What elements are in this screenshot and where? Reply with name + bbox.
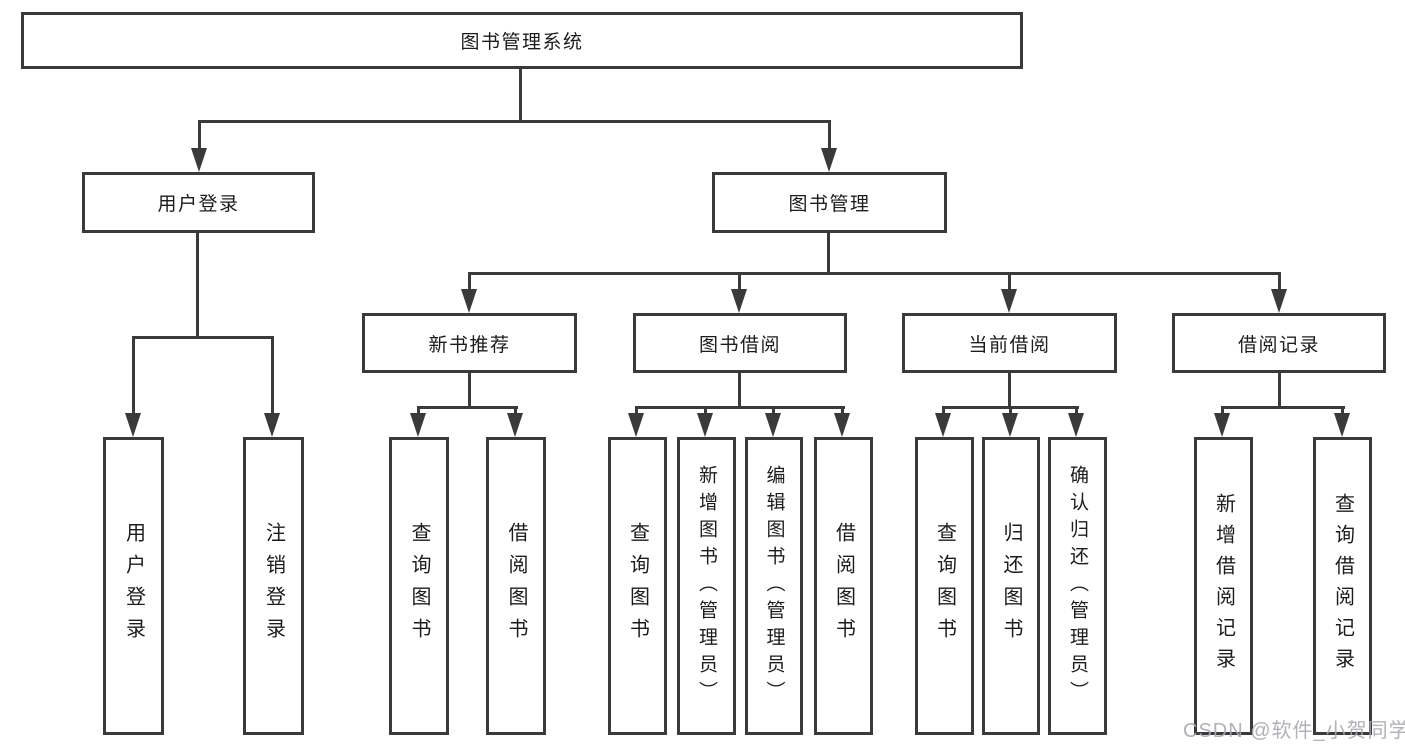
leaf-query-books-3: 查询图书 — [915, 437, 974, 735]
connector-line — [942, 406, 945, 415]
node-label: 新增借阅记录 — [1212, 493, 1235, 679]
node-book-management: 图书管理 — [712, 172, 947, 233]
leaf-borrow-books-1: 借阅图书 — [486, 437, 546, 735]
connector-line — [704, 406, 707, 415]
node-label: 图书管理系统 — [460, 32, 584, 53]
node-user-login: 用户登录 — [82, 172, 315, 233]
connector-line — [1341, 406, 1344, 415]
connector-line — [1009, 406, 1012, 415]
leaf-query-books-2: 查询图书 — [608, 437, 667, 735]
connector-line — [198, 120, 201, 152]
node-label: 查询借阅记录 — [1331, 493, 1354, 679]
leaf-confirm-return-admin: 确认归还（管理员） — [1048, 437, 1107, 735]
node-label: 注销登录 — [262, 522, 285, 650]
arrow-down-icon — [834, 413, 850, 437]
connector-line — [635, 406, 638, 415]
node-label: 借阅记录 — [1237, 334, 1320, 356]
arrow-down-icon — [1214, 413, 1230, 437]
arrow-down-icon — [507, 413, 523, 437]
arrow-down-icon — [821, 148, 837, 172]
connector-line — [196, 233, 199, 336]
leaf-query-books-1: 查询图书 — [389, 437, 449, 735]
node-label: 查询图书 — [933, 522, 956, 650]
node-label: 用户登录 — [122, 522, 145, 650]
arrow-down-icon — [697, 413, 713, 437]
node-label: 编辑图书（管理员） — [763, 464, 785, 708]
arrow-down-icon — [935, 413, 951, 437]
arrow-down-icon — [765, 413, 781, 437]
leaf-logout: 注销登录 — [243, 437, 304, 735]
node-new-book-recommendation: 新书推荐 — [362, 313, 577, 373]
connector-line — [1278, 373, 1281, 406]
arrow-down-icon — [461, 289, 477, 313]
connector-line — [132, 336, 135, 414]
connector-line — [271, 336, 274, 414]
node-label: 确认归还（管理员） — [1067, 464, 1088, 708]
arrow-down-icon — [1271, 289, 1287, 313]
leaf-add-borrow-record: 新增借阅记录 — [1194, 437, 1253, 735]
arrow-down-icon — [1002, 413, 1018, 437]
node-label: 借阅图书 — [505, 522, 527, 650]
arrow-down-icon — [1068, 413, 1084, 437]
leaf-return-books: 归还图书 — [982, 437, 1040, 735]
node-library-management-system: 图书管理系统 — [21, 12, 1023, 69]
leaf-borrow-books-2: 借阅图书 — [814, 437, 873, 735]
arrow-down-icon — [410, 413, 426, 437]
arrow-down-icon — [731, 289, 747, 313]
node-label: 图书借阅 — [698, 334, 781, 356]
node-current-borrowing: 当前借阅 — [902, 313, 1117, 373]
node-book-borrowing: 图书借阅 — [633, 313, 847, 373]
node-label: 归还图书 — [1000, 522, 1022, 650]
connector-line — [827, 233, 830, 272]
connector-line — [1278, 272, 1281, 290]
node-label: 当前借阅 — [968, 334, 1051, 356]
connector-line — [828, 120, 831, 152]
leaf-edit-books-admin: 编辑图书（管理员） — [745, 437, 803, 735]
connector-line — [468, 272, 1281, 275]
node-label: 新增图书（管理员） — [696, 464, 717, 708]
connector-line — [417, 406, 518, 409]
connector-line — [1221, 406, 1224, 415]
connector-line — [519, 69, 522, 120]
node-label: 借阅图书 — [832, 522, 855, 650]
arrow-down-icon — [191, 148, 207, 172]
arrow-down-icon — [264, 413, 280, 437]
node-label: 查询图书 — [626, 522, 649, 650]
connector-line — [132, 336, 274, 339]
connector-line — [417, 406, 420, 415]
connector-line — [198, 120, 831, 123]
connector-line — [738, 272, 741, 290]
arrow-down-icon — [125, 413, 141, 437]
arrow-down-icon — [1334, 413, 1350, 437]
connector-line — [468, 272, 471, 290]
connector-line — [514, 406, 517, 415]
leaf-query-borrow-record: 查询借阅记录 — [1313, 437, 1372, 735]
connector-line — [468, 373, 471, 406]
connector-line — [635, 406, 845, 409]
leaf-user-login: 用户登录 — [103, 437, 164, 735]
connector-line — [738, 373, 741, 406]
node-label: 用户登录 — [157, 194, 240, 215]
connector-line — [772, 406, 775, 415]
node-borrowing-records: 借阅记录 — [1172, 313, 1386, 373]
connector-line — [1008, 272, 1011, 290]
arrow-down-icon — [628, 413, 644, 437]
csdn-watermark: CSDN @软件_小贺同学 — [1183, 720, 1405, 742]
connector-line — [1075, 406, 1078, 415]
connector-line — [1221, 406, 1345, 409]
node-label: 新书推荐 — [428, 334, 511, 356]
node-label: 图书管理 — [788, 194, 871, 215]
node-label: 查询图书 — [408, 522, 430, 650]
leaf-add-books-admin: 新增图书（管理员） — [677, 437, 736, 735]
connector-line — [841, 406, 844, 415]
connector-line — [1008, 373, 1011, 406]
arrow-down-icon — [1001, 289, 1017, 313]
